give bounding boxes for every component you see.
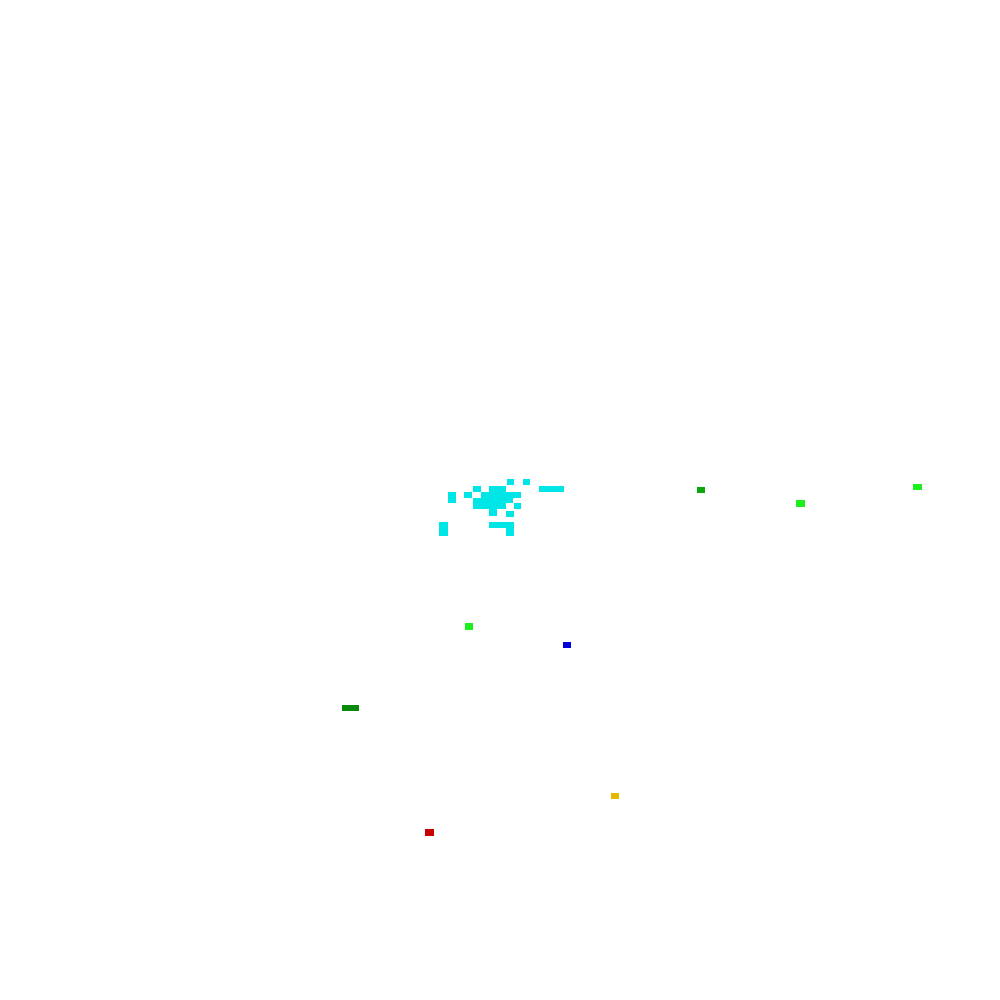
green-point (465, 623, 473, 630)
cyan-cell (506, 511, 514, 517)
cyan-cell (489, 509, 497, 516)
cyan-cell (448, 498, 456, 503)
cyan-cell (481, 492, 521, 498)
green-point (697, 487, 705, 493)
blue-point (563, 642, 571, 648)
cyan-cell (464, 492, 472, 498)
cyan-cell (507, 479, 514, 485)
cyan-cell (489, 486, 506, 492)
cyan-cell (473, 486, 481, 492)
gold-point (611, 793, 619, 799)
cyan-cell (539, 486, 564, 492)
red-point (425, 829, 434, 836)
cyan-cell (439, 528, 448, 536)
cyan-cell (523, 479, 530, 485)
cyan-cell (514, 503, 521, 509)
cyan-cell (489, 522, 514, 528)
dark-green-point (342, 705, 359, 711)
cyan-cell (448, 492, 456, 498)
green-point (913, 484, 922, 490)
cyan-cell (473, 503, 506, 509)
green-point (796, 500, 805, 507)
cyan-cell (473, 498, 513, 503)
cyan-cell (439, 522, 448, 528)
cyan-cell (506, 528, 514, 536)
